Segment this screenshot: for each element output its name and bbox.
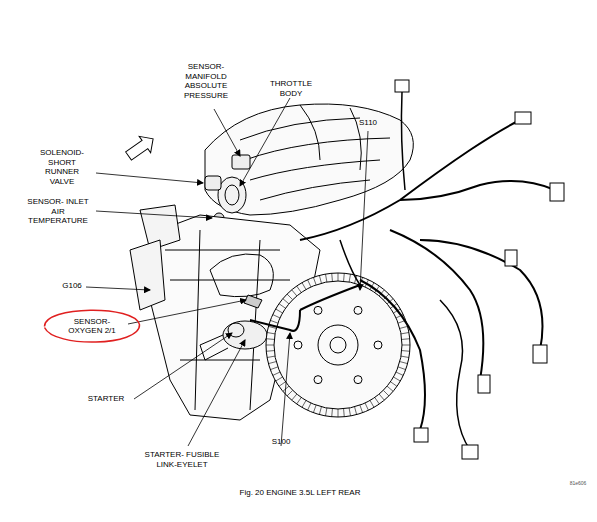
callout-label: STARTER <box>81 394 131 404</box>
callout-label: SENSOR- OXYGEN 2/1 <box>63 317 121 336</box>
callout-label: 81e606 <box>563 480 593 486</box>
callout-label: SENSOR- MANIFOLD ABSOLUTE PRESSURE <box>178 62 234 100</box>
callout-label: S100 <box>266 437 296 447</box>
callout-label: SENSOR- INLET AIR TEMPERATURE <box>25 197 91 226</box>
figure-caption: Fig. 20 ENGINE 3.5L LEFT REAR <box>180 488 420 498</box>
callout-label: THROTTLE BODY <box>266 79 316 98</box>
callout-label: SOLENOID- SHORT RUNNER VALVE <box>38 148 86 186</box>
circled-callout: SENSOR- OXYGEN 2/1 <box>43 306 141 347</box>
callout-label: S110 <box>353 118 383 128</box>
engine-outline <box>123 80 564 459</box>
leader-lines <box>86 98 368 446</box>
callout-label: STARTER- FUSIBLE LINK-EYELET <box>142 450 222 469</box>
callout-label: G106 <box>57 281 87 291</box>
